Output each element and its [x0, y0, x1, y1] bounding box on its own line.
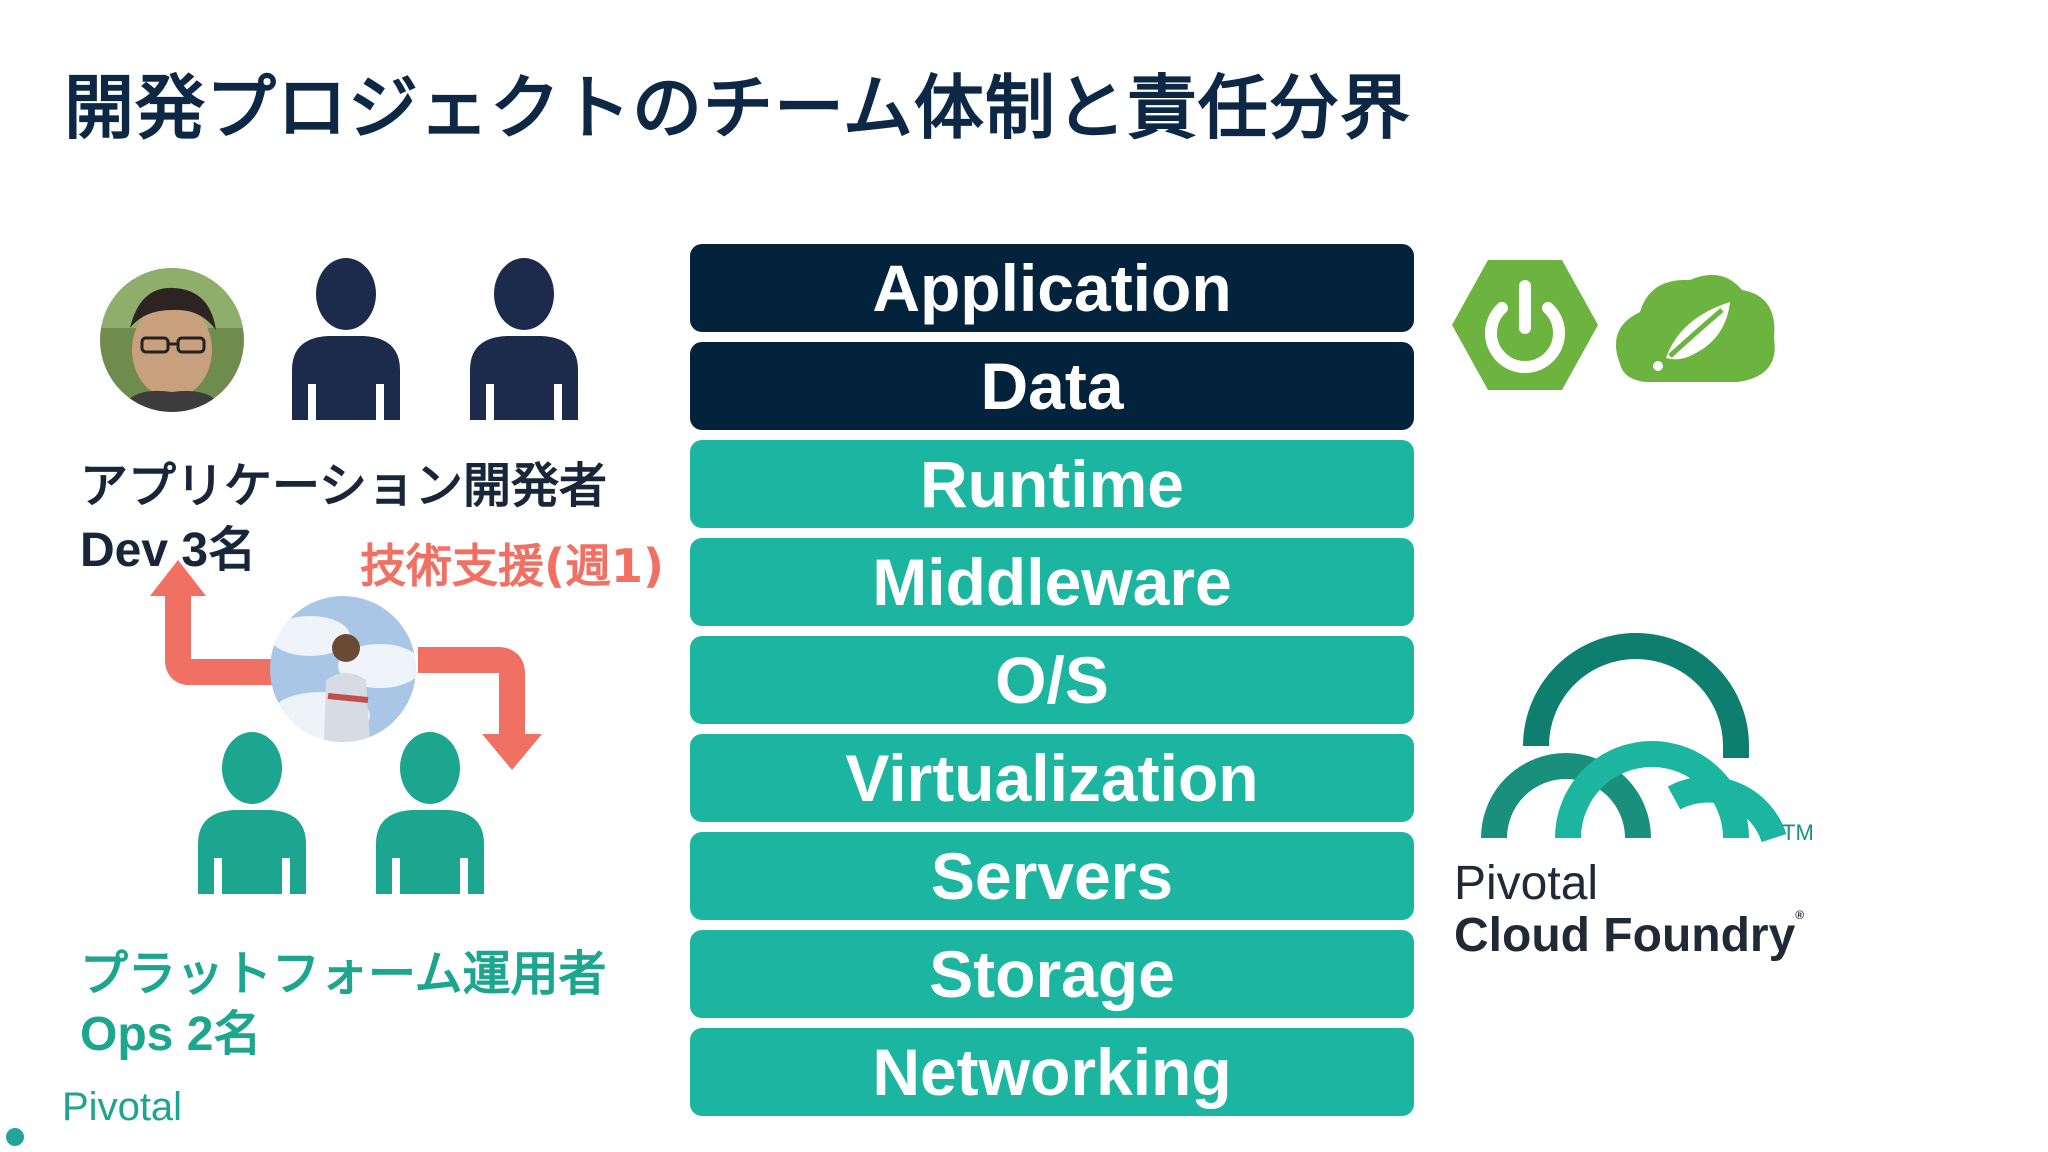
layer-runtime: Runtime — [690, 440, 1414, 528]
pivotal-cloud-foundry-logo — [1481, 633, 1787, 842]
support-label: 技術支援(週1) — [360, 539, 665, 593]
dev-role-label: アプリケーション開発者 — [80, 458, 608, 514]
layer-virtualization: Virtualization — [690, 734, 1414, 822]
layer-os: O/S — [690, 636, 1414, 724]
dev-count-label: Dev 3名 — [80, 524, 257, 577]
footer-pivotal-logo: Pivotal — [62, 1085, 183, 1129]
layer-storage: Storage — [690, 930, 1414, 1018]
support-arrows — [150, 560, 542, 770]
layer-application: Application — [690, 244, 1414, 332]
ops-person-icon — [198, 732, 306, 894]
layer-networking: Networking — [690, 1028, 1414, 1116]
pcf-brand-line1: Pivotal — [1454, 857, 1599, 910]
pcf-trademark: TM — [1782, 820, 1814, 845]
dev-person-icon — [470, 258, 578, 420]
slide-indicator-dot — [6, 1128, 24, 1146]
layer-middleware: Middleware — [690, 538, 1414, 626]
spring-boot-icon — [1452, 260, 1598, 390]
slide-title: 開発プロジェクトのチーム体制と責任分界 — [64, 67, 1411, 149]
dev-photo-avatar — [100, 268, 244, 412]
ops-role-label: プラットフォーム運用者 — [80, 946, 607, 1002]
spring-leaf-icon — [1615, 274, 1775, 382]
dev-person-icon — [292, 258, 400, 420]
layer-data: Data — [690, 342, 1414, 430]
ops-count-label: Ops 2名 — [80, 1008, 262, 1061]
ops-photo-avatar — [270, 596, 416, 742]
layer-stack: Application Data Runtime Middleware O/S … — [690, 244, 1414, 1126]
ops-person-icon — [376, 732, 484, 894]
layer-servers: Servers — [690, 832, 1414, 920]
pcf-brand-line2: Cloud Foundry® — [1454, 908, 1805, 962]
